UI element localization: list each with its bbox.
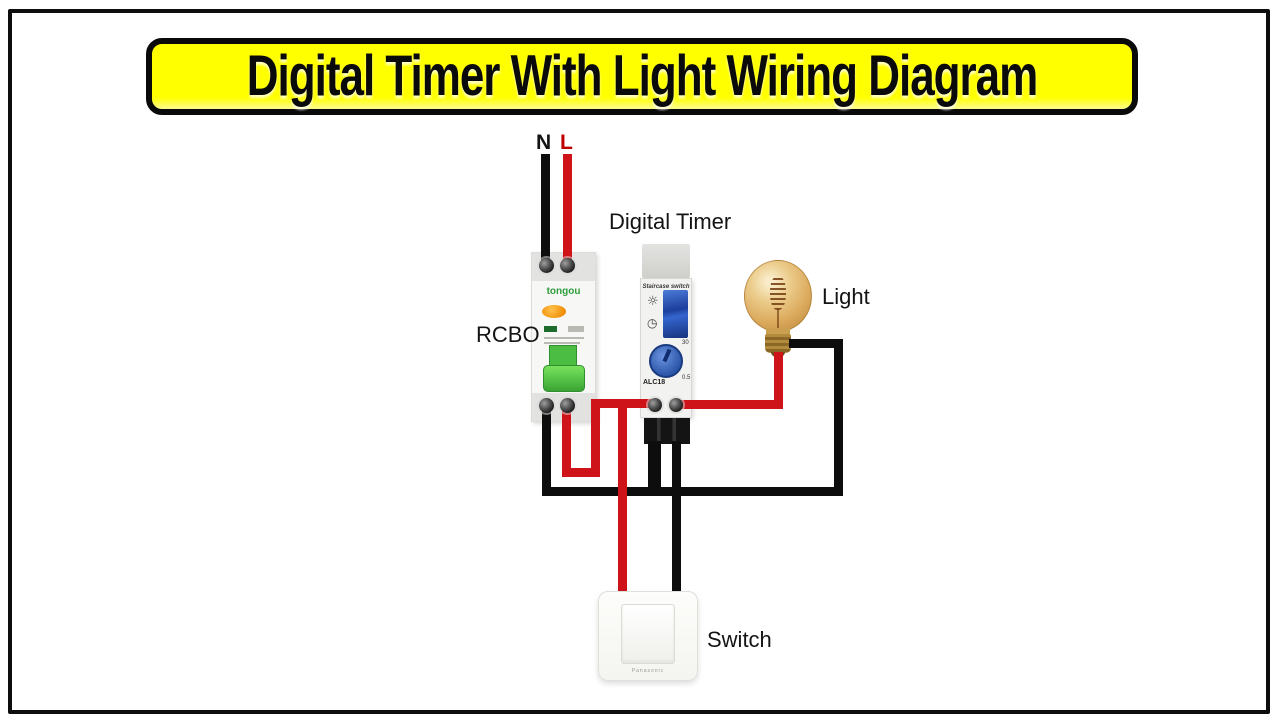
wire-neutral-supply [541,154,550,268]
wall-switch-brand-text: Panasonic [631,668,665,674]
wire-neutral-bus [542,487,843,496]
timer-terminal-screw-right [669,398,683,412]
timer-terminal-screw-left [648,398,662,412]
page-title: Digital Timer With Light Wiring Diagram [246,44,1039,108]
light-bulb-base [765,334,791,353]
wire-rcbo-neutral-out [542,404,551,496]
wire-neutral-to-light-horizontal [789,339,843,348]
light-label: Light [822,284,870,309]
wire-rcbo-live-out-down [562,404,571,477]
rcbo-brand-text: tongou [546,286,581,297]
light-bulb-neck [766,328,790,335]
timer-rocker-switch [663,290,688,338]
wire-timer-to-light-vertical [774,352,783,409]
rcbo-lever [543,365,585,392]
wall-switch-rocker [621,604,675,664]
title-banner: Digital Timer With Light Wiring Diagram [146,38,1138,115]
wall-switch-device: Panasonic [598,591,698,681]
rcbo-terminal-screw-bottom-left [539,398,554,413]
outer-border [8,9,1270,714]
rcbo-print-line [544,337,584,339]
switch-label: Switch [707,627,772,652]
wire-timer-to-light-horizontal [674,400,783,409]
rcbo-indicator-button [542,305,566,318]
rcbo-print-line [568,326,584,332]
clock-icon: ◷ [647,316,658,330]
rcbo-terminal-screw-bottom-right [560,398,575,413]
wire-timer-neutral-stub [648,441,661,496]
timer-dial-tick-min: 0.5 [682,375,691,381]
light-bulb-filament [770,276,786,310]
light-bulb-stem [777,308,779,330]
wire-live-riser [591,399,600,477]
timer-dial-notch [662,348,672,363]
rcbo-print-line [544,342,580,344]
rcbo-terminal-screw-top-left [539,258,554,273]
timer-dial [649,344,683,378]
digital-timer-label: Digital Timer [609,209,732,234]
timer-device-text: Staircase switch [642,284,690,290]
rcbo-device: tongou [531,252,596,422]
wire-rcbo-live-out-across [562,468,600,477]
rcbo-terminal-screw-top-right [560,258,575,273]
wire-live-to-switch [618,403,627,591]
neutral-supply-label: N [536,131,552,154]
bulb-icon: ☼ [647,294,659,309]
timer-top-housing [642,244,690,278]
digital-timer-device: Staircase switch ☼ ◷ 30 0.5 ALC18 [640,244,692,444]
rcbo-label: RCBO [476,322,540,347]
timer-model-text: ALC18 [643,379,666,386]
wire-switch-return [672,441,681,592]
timer-bottom-connector [644,418,690,444]
rcbo-rating-chip [544,326,557,332]
live-supply-label: L [560,131,573,154]
wire-neutral-to-light-vertical [834,339,843,496]
timer-dial-tick-max: 30 [682,340,689,346]
wire-live-supply [563,154,572,268]
